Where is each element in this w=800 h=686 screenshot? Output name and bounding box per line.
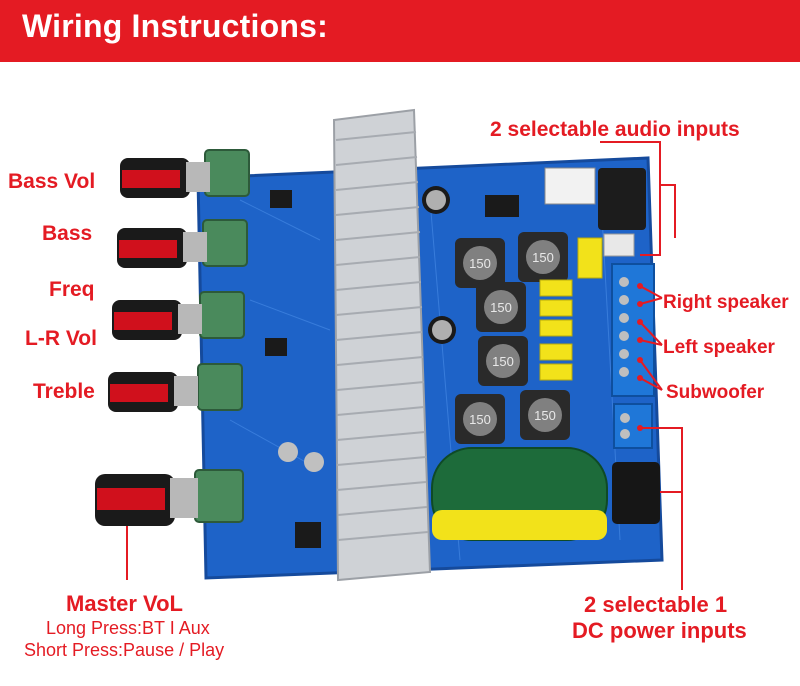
aux-jack [598,168,646,230]
dc-jack [612,462,660,524]
long-press-note: Long Press:BT I Aux [46,618,210,638]
knobs [95,158,210,526]
short-press-note: Short Press:Pause / Play [24,640,225,660]
lr-vol-label: L-R Vol [25,327,97,350]
main-capacitor [431,447,608,541]
left-speaker-label: Left speaker [663,337,775,358]
bluetooth-module [544,167,596,205]
inductor-marking: 150 [532,250,554,265]
right-speaker-label: Right speaker [663,292,789,313]
input-connector [603,233,635,257]
film-capacitors [539,237,603,381]
callout-lines [600,141,683,590]
inductor-marking: 150 [469,256,491,271]
inductors [455,232,570,444]
inductor-marking: 150 [534,408,556,423]
subwoofer-label: Subwoofer [666,382,765,403]
potentiometers [194,149,250,523]
dc-input-label-line1: 2 selectable 1 [584,592,728,617]
master-vol-label: Master VoL [66,591,183,616]
heatsink [332,108,432,582]
electrolytic-capacitors [278,186,456,472]
inductor-marking: 150 [490,300,512,315]
speaker-terminals [611,263,655,449]
freq-label: Freq [49,278,95,301]
inductor-marking: 150 [492,354,514,369]
inductor-marking: 150 [469,412,491,427]
ics [265,190,519,548]
treble-label: Treble [33,380,95,403]
bass-vol-label: Bass Vol [8,170,96,193]
audio-inputs-label: 2 selectable audio inputs [490,118,740,141]
dc-input-label-line2: DC power inputs [572,618,747,643]
title-banner: Wiring Instructions: [0,0,800,62]
bass-label: Bass [42,222,93,245]
page-title: Wiring Instructions: [22,8,328,44]
